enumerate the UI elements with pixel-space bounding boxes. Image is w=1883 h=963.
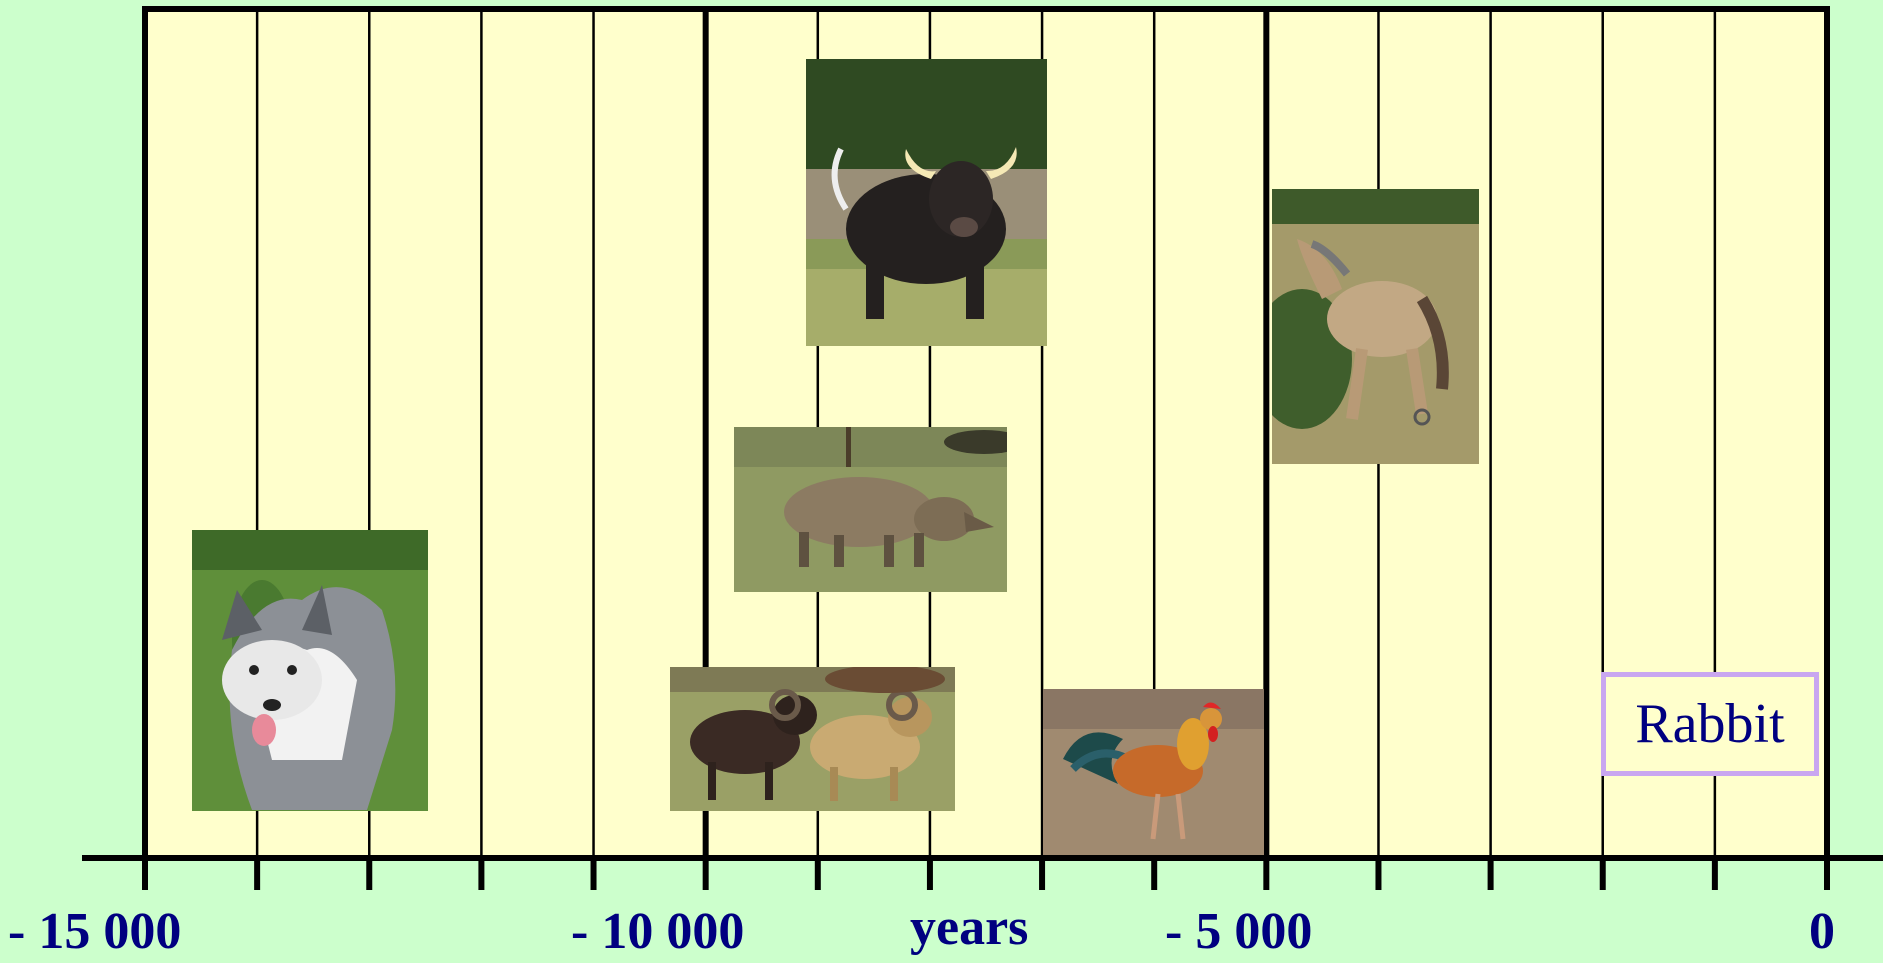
axis-ticks	[145, 858, 1827, 890]
tick-label-zero: 0	[1809, 906, 1835, 958]
bull-photo	[806, 59, 1047, 346]
sheep-photo	[670, 667, 955, 811]
axis-unit-label: years	[910, 902, 1028, 954]
rabbit-label-box: Rabbit	[1601, 672, 1819, 776]
dog-photo	[192, 530, 428, 811]
tick-label-minus-5000: - 5 000	[1165, 906, 1312, 958]
rabbit-label: Rabbit	[1635, 692, 1784, 756]
tick-label-minus-10000: - 10 000	[571, 906, 744, 958]
horse-photo	[1272, 189, 1479, 464]
rooster-photo	[1043, 689, 1264, 855]
pig-photo	[734, 427, 1007, 592]
tick-label-minus-15000: - 15 000	[8, 906, 181, 958]
